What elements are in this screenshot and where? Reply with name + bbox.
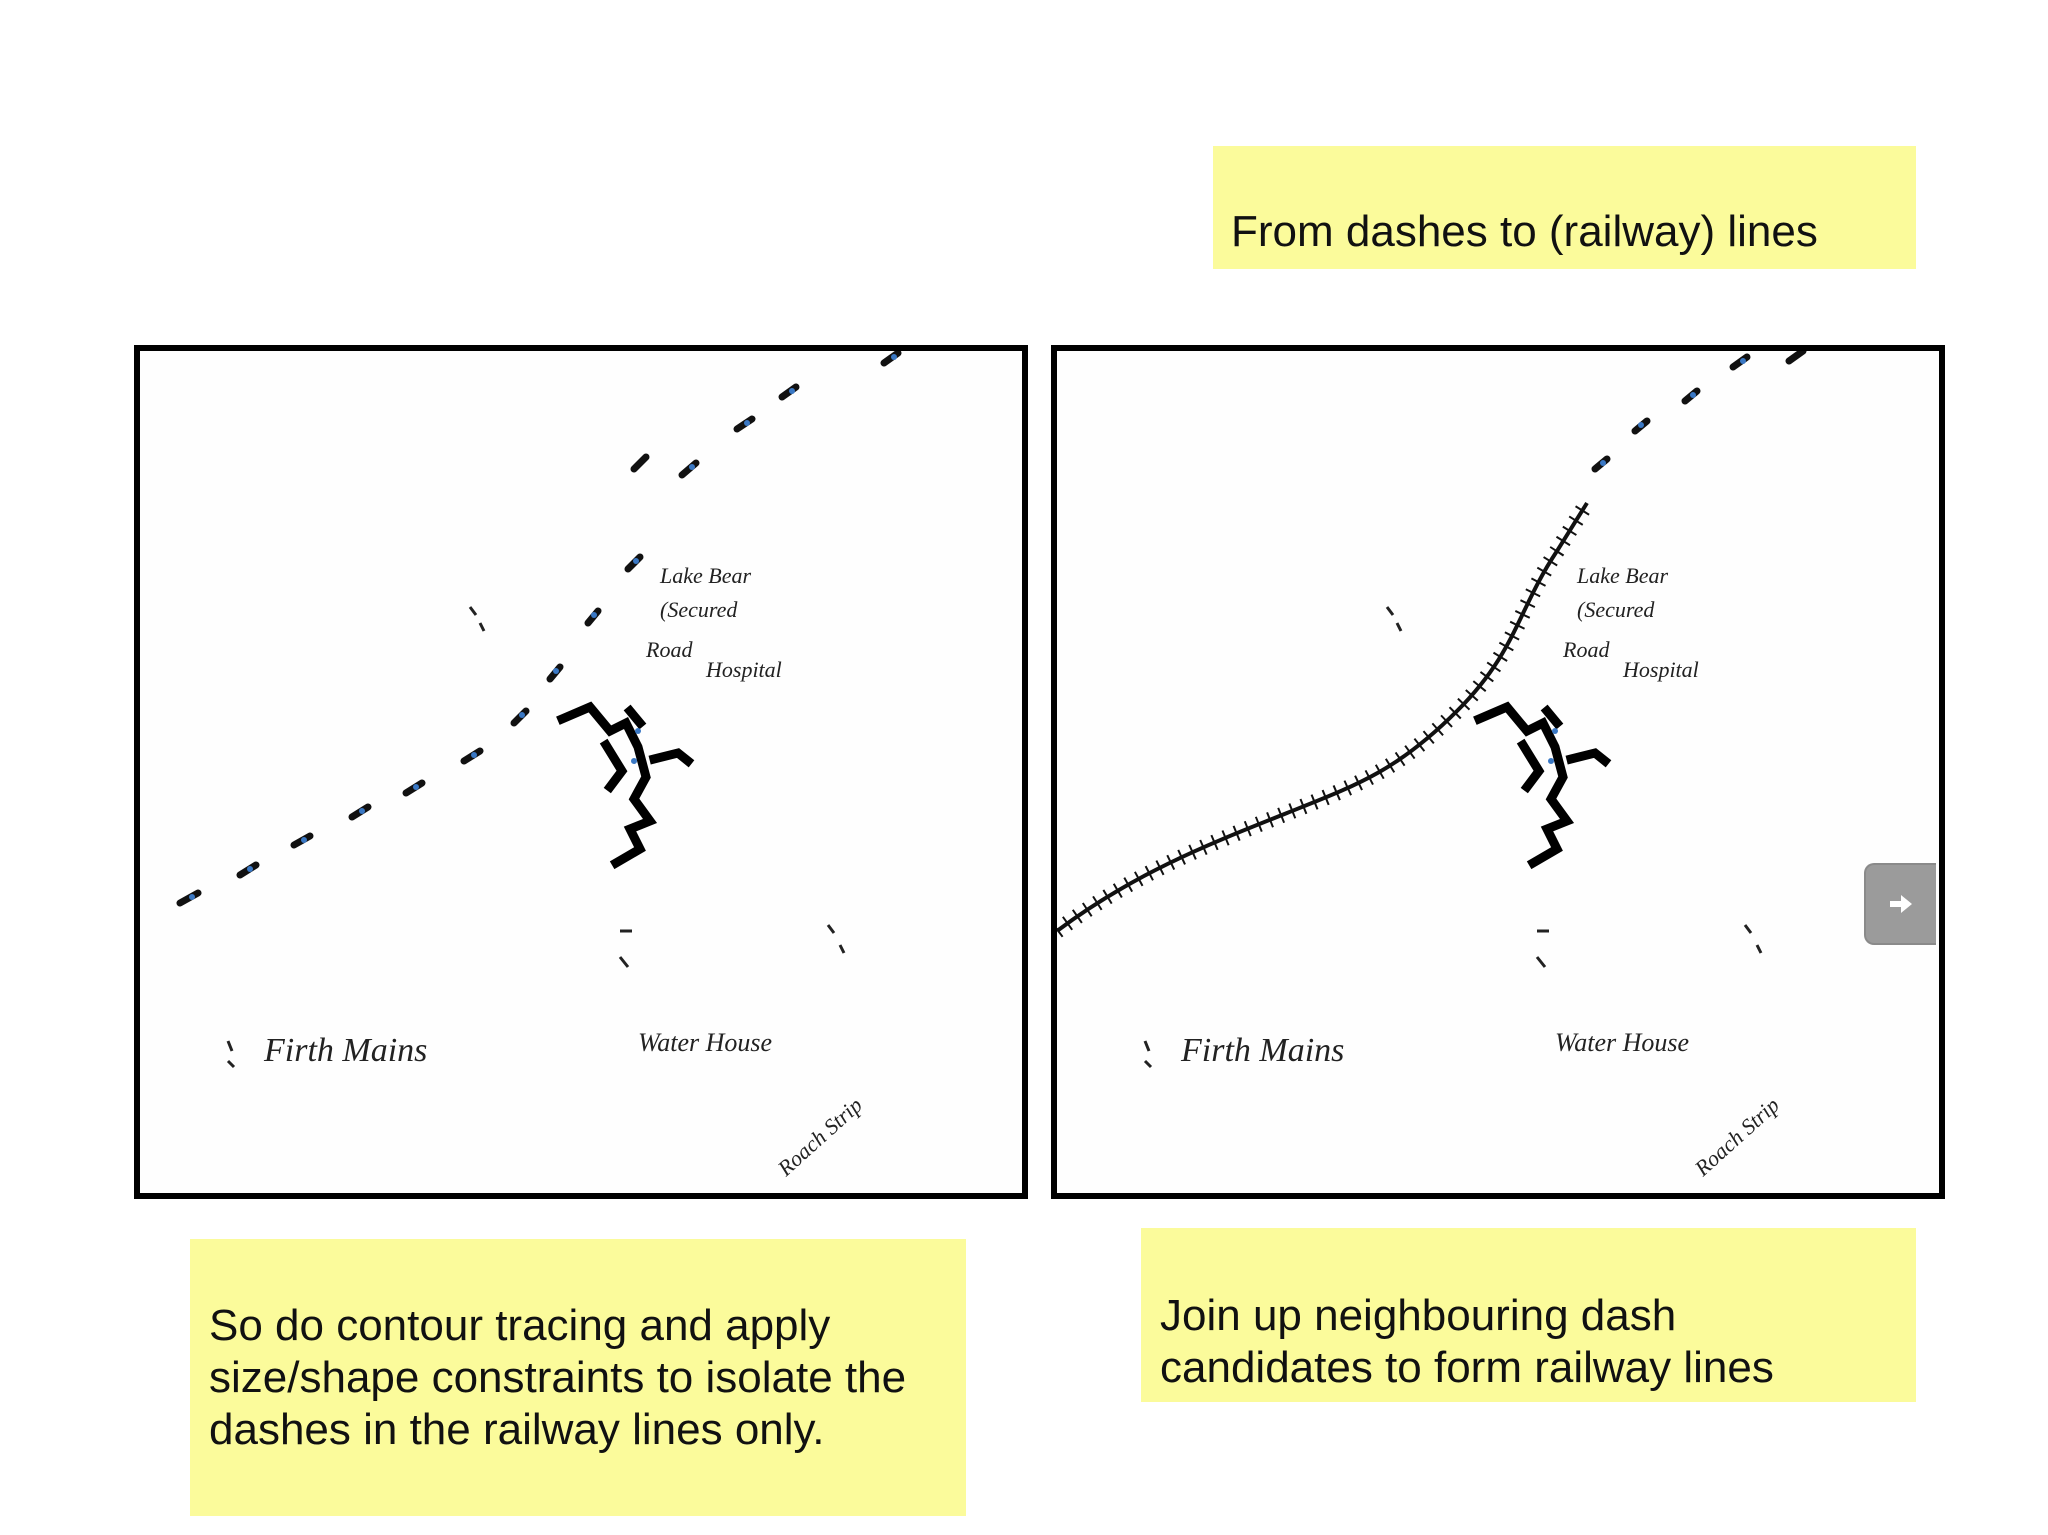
water-house-label: Water House <box>638 1028 772 1057</box>
right-map-image: Firth Mains Water House Lake Bear (Secur… <box>1057 351 1807 1181</box>
arrow-right-icon <box>1890 895 1912 913</box>
firth-mains-label: Firth Mains <box>1180 1032 1344 1069</box>
hospital-label-line: (Secured <box>660 597 738 622</box>
hospital-label-line: (Secured <box>1577 597 1655 622</box>
right-map-panel: Firth Mains Water House Lake Bear (Secur… <box>1051 345 1945 1199</box>
right-caption: Join up neighbouring dash candidates to … <box>1160 1291 1774 1392</box>
hospital-label-line: Road <box>1562 637 1610 662</box>
railway-line <box>1057 501 1589 933</box>
hospital-label-line: Road <box>645 637 693 662</box>
hospital-label-line: Hospital <box>1622 657 1699 682</box>
railway-dashes <box>176 351 902 907</box>
road-label: Roach Strip <box>1689 1092 1784 1181</box>
firth-mains-label: Firth Mains <box>263 1032 427 1069</box>
slide-title-note: From dashes to (railway) lines <box>1213 146 1916 269</box>
road-label: Roach Strip <box>772 1092 867 1181</box>
left-caption: So do contour tracing and apply size/sha… <box>209 1301 907 1454</box>
hospital-building <box>556 701 695 870</box>
left-caption-note: So do contour tracing and apply size/sha… <box>190 1239 966 1516</box>
hospital-label-line: Lake Bear <box>659 563 751 588</box>
next-slide-button[interactable] <box>1864 863 1936 945</box>
left-map-panel: Firth Mains Water House Lake Bear (Secur… <box>134 345 1028 1199</box>
left-map-image: Firth Mains Water House Lake Bear (Secur… <box>176 351 902 1181</box>
water-house-label: Water House <box>1555 1028 1689 1057</box>
right-caption-note: Join up neighbouring dash candidates to … <box>1141 1228 1916 1402</box>
hospital-label-line: Lake Bear <box>1576 563 1668 588</box>
slide-title: From dashes to (railway) lines <box>1231 207 1818 256</box>
hospital-label-line: Hospital <box>705 657 782 682</box>
